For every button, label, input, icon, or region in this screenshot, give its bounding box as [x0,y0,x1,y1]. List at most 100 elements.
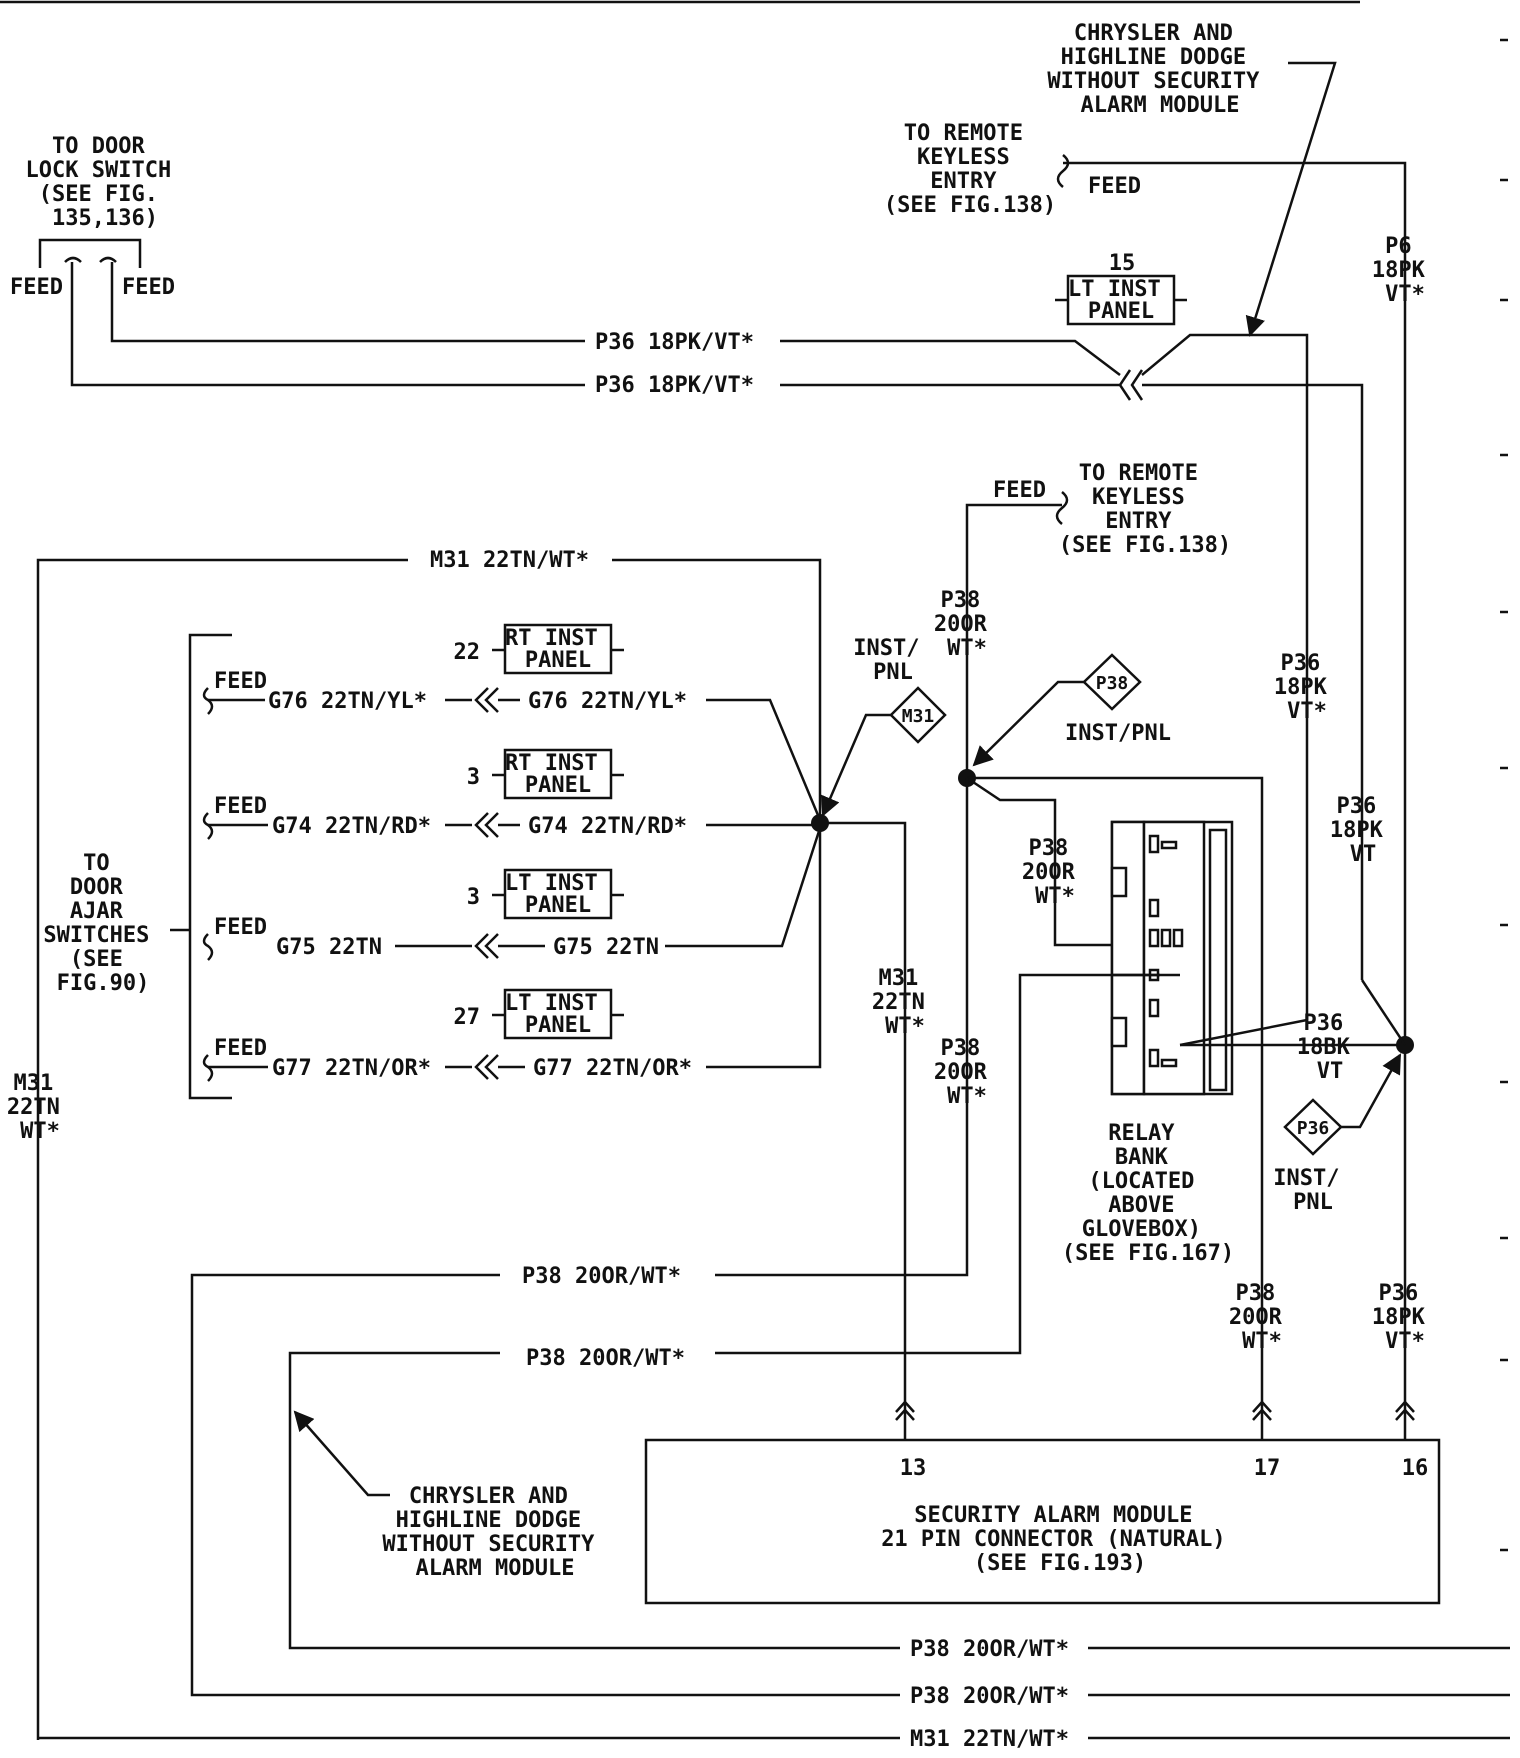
rt-panel-22-label: RT INST PANEL [505,626,611,673]
feed-label-top: FEED [1088,174,1141,199]
g77-feed-label: FEED [214,1036,267,1061]
g75-inline-connector [474,933,499,959]
m31-mid-label: M31 22TN WT* [872,966,938,1039]
p38-to-relay-wire [966,776,1180,947]
p36-vertical-label-b: P36 18PK VT [1330,794,1396,867]
p38-wire-a-label: P38 20OR/WT* [522,1264,681,1289]
p38-wire-a-label-bg [500,1258,715,1288]
m31-splice-dot [811,814,829,832]
g76-right-label: G76 22TN/YL* [528,689,687,714]
p38-feed-wire [965,503,1062,778]
rt-panel-22-number: 22 [454,640,481,665]
p38-diamond-label: P38 [1096,673,1129,694]
g76-inline-connector [474,687,499,713]
m31-top-label: M31 22TN/WT* [430,548,589,573]
pin16-connector [1395,1400,1415,1421]
g74-right-label: G74 22TN/RD* [528,814,687,839]
security-module-label: SECURITY ALARM MODULE 21 PIN CONNECTOR (… [881,1503,1239,1576]
p36-wire-2-label: P36 18PK/VT* [595,373,754,398]
g77-left-label: G77 22TN/OR* [272,1056,431,1081]
p38-pin17-label: P38 20OR WT* [1229,1281,1295,1354]
g75-left-label: G75 22TN [276,935,382,960]
g74-left-label: G74 22TN/RD* [272,814,431,839]
p36-wire-1-left [110,262,585,343]
lt-panel-15-label: LT INST PANEL [1068,277,1174,324]
chrysler-label-top: CHRYSLER AND HIGHLINE DODGE WITHOUT SECU… [1047,21,1272,118]
p36-wire-1-right [780,339,1121,376]
chrysler-label-bottom: CHRYSLER AND HIGHLINE DODGE WITHOUT SECU… [382,1484,607,1581]
remote-keyless-mid-connector [1055,491,1069,525]
p36-diamond-label: P36 [1297,1118,1330,1139]
relay-bank-label: RELAY BANK (LOCATED ABOVE GLOVEBOX) (SEE… [1062,1121,1234,1266]
g75-feed-connector [202,933,214,961]
g76-feed-label: FEED [214,669,267,694]
inst-pnl-label-3: INST/ PNL [1273,1166,1352,1215]
g74-feed-label: FEED [214,794,267,819]
p36-relay-link [1179,1018,1308,1047]
p6-wire-label: P6 18PK VT* [1372,234,1438,307]
lt-panel-27-number: 27 [454,1005,481,1030]
p38-lower-wire [190,778,969,1697]
p36-splice-arrow [1341,1053,1402,1129]
lt-panel-15-box [1066,274,1176,326]
lt-panel-15-connector [1118,369,1144,401]
door-lock-switch-contacts [64,256,117,263]
door-ajar-bracket [188,633,232,1100]
g75-feed-label: FEED [214,915,267,940]
lt-panel-3-box [503,868,613,920]
feed-label-mid: FEED [993,478,1046,503]
g77-right-wire [706,825,822,1069]
lt-panel-15-number: 15 [1109,251,1136,276]
p38-to-pin17-wire [967,776,1264,1460]
pin-16-label: 16 [1402,1456,1429,1481]
m31-left-wire [36,558,408,1740]
lt-panel-3-label: LT INST PANEL [505,871,611,918]
pin13-connector [895,1400,915,1421]
bottom-wire-3-label: M31 22TN/WT* [910,1727,1069,1752]
lt-panel-3-number: 3 [467,885,480,910]
p38-mid-label: P38 20OR WT* [1022,836,1088,909]
p36-splice-diamond [1283,1098,1343,1156]
p38-wire-b-label-bg [500,1340,715,1370]
door-ajar-switches-label: TO DOOR AJAR SWITCHES (SEE FIG.90) [43,851,162,996]
right-edge-ticks [1500,38,1508,1552]
security-alarm-module-box [644,1438,1441,1605]
g74-inline-connector [474,812,499,838]
p36-wire-2-left [70,262,585,387]
door-lock-feed-left: FEED [10,275,63,300]
p6-wire [1063,161,1407,1460]
p36-pin16-label: P36 18PK VT* [1372,1281,1438,1354]
rt-panel-3-label: RT INST PANEL [505,751,611,798]
g75-right-label: G75 22TN [553,935,659,960]
door-lock-switch-bracket [38,238,142,268]
g77-inline-connector [474,1054,499,1080]
chrysler-top-arrow [1245,61,1337,337]
pin-13-label: 13 [900,1456,927,1481]
door-lock-feed-right: FEED [122,275,175,300]
pin17-connector [1252,1400,1272,1421]
rt-panel-3-number: 3 [467,765,480,790]
p38-lower-label: P38 20OR WT* [934,1036,1000,1109]
m31-mid-wire [820,821,907,1475]
chrysler-bottom-arrow [293,1410,390,1497]
p38-upper-label: P38 20OR WT* [934,588,1000,661]
door-lock-switch-label: TO DOOR LOCK SWITCH (SEE FIG. 135,136) [26,134,185,231]
m31-splice-arrow [820,713,891,817]
p36-vertical-label-a: P36 18PK VT* [1274,651,1340,724]
p36-wire-2-to-splice [1142,383,1364,980]
g76-left-label: G76 22TN/YL* [268,689,427,714]
p36-18bk-label: P36 18BK VT [1297,1011,1363,1084]
inst-pnl-label-1: INST/ PNL [853,636,932,685]
remote-keyless-label-top: TO REMOTE KEYLESS ENTRY (SEE FIG.138) [884,121,1056,218]
g76-right-wire [706,698,822,821]
p38-splice-arrow [972,680,1084,767]
relay-bank [1110,820,1234,1096]
m31-top-wire-right [612,558,822,820]
m31-splice-diamond [889,686,947,744]
g77-right-label: G77 22TN/OR* [533,1056,692,1081]
remote-keyless-top-connector [1056,154,1070,188]
p36-wire-1-to-relay [1141,333,1309,1020]
remote-keyless-label-mid: TO REMOTE KEYLESS ENTRY (SEE FIG.138) [1059,461,1231,558]
p38-splice-diamond [1082,653,1142,711]
